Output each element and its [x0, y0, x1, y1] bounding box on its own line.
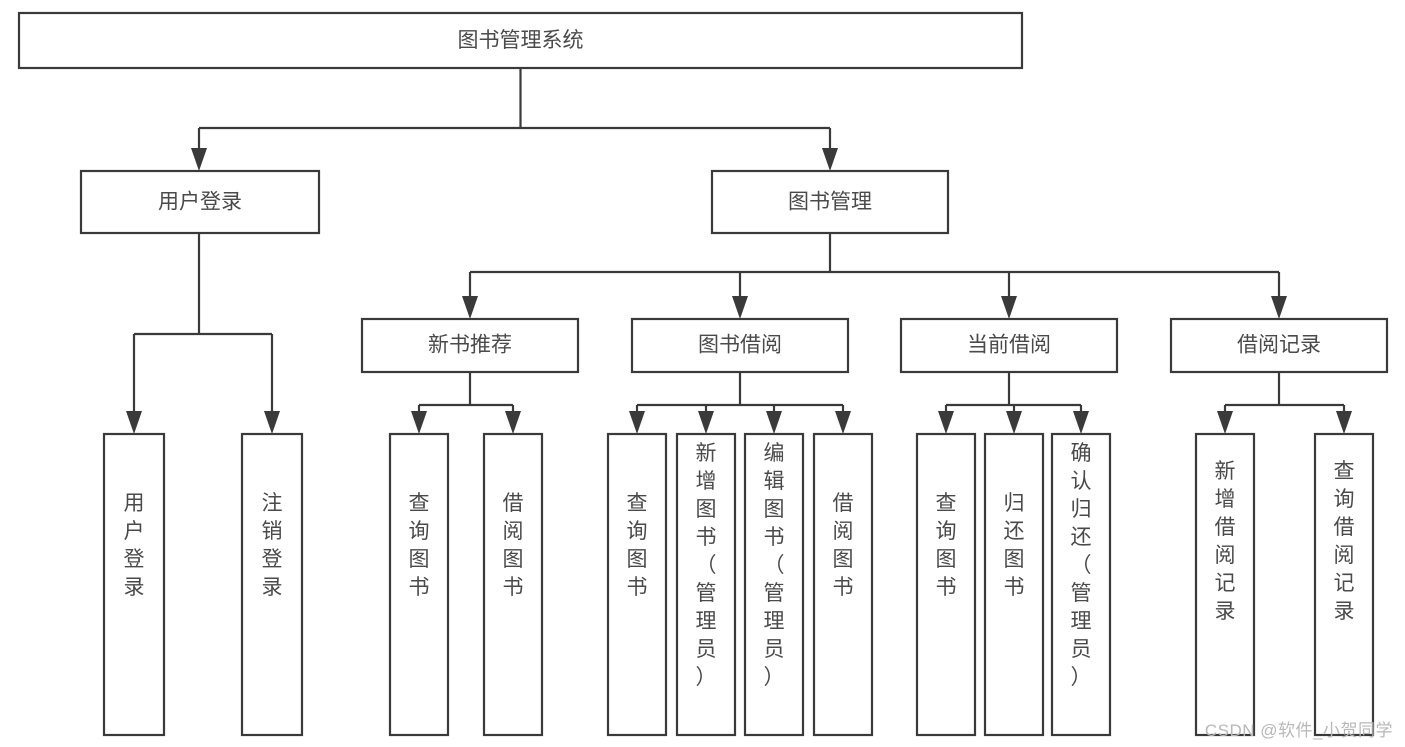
leaf-query-book-3[interactable]: 查询图书	[915, 432, 977, 737]
node-level2-borrow-record-box[interactable]	[1169, 317, 1389, 374]
node-root-box[interactable]	[17, 11, 1024, 70]
arrow-to-leaf-2	[264, 411, 280, 434]
arrow-to-leaf-3	[411, 411, 427, 434]
node-level1-book-management-box[interactable]	[710, 169, 950, 235]
leaf-borrow-book-2-box[interactable]	[812, 432, 874, 737]
edge-newbook-split	[417, 372, 515, 411]
leaf-query-book-2-box[interactable]	[606, 432, 668, 737]
connector-layer	[126, 68, 1352, 434]
arrow-to-leaf-4	[505, 411, 521, 434]
edge-borrow-split	[635, 372, 845, 411]
arrow-to-userlogin	[191, 148, 207, 171]
leaf-query-borrow-record[interactable]: 查询借阅记录	[1313, 432, 1375, 737]
node-level2-borrow-record[interactable]: 借阅记录	[1169, 317, 1389, 374]
node-level1-user-login[interactable]: 用户登录	[79, 169, 321, 235]
node-level2-current-borrow-label: 当前借阅	[967, 334, 1051, 357]
leaf-edit-book-admin-label: 编辑图书（管理员）	[764, 442, 785, 689]
node-level1-book-management[interactable]: 图书管理	[710, 169, 950, 235]
arrow-to-leaf-11	[1073, 411, 1089, 434]
leaf-return-book-box[interactable]	[983, 432, 1045, 737]
arrow-to-borrow	[732, 296, 748, 319]
arrow-to-current	[1001, 296, 1017, 319]
leaf-query-book-1-label: 查询图书	[409, 492, 430, 599]
leaf-query-book-3-box[interactable]	[915, 432, 977, 737]
arrow-to-leaf-8	[835, 411, 851, 434]
leaf-confirm-return-admin[interactable]: 确认归还（管理员）	[1050, 432, 1112, 737]
node-level2-current-borrow-box[interactable]	[899, 317, 1119, 374]
node-level1-book-management-label: 图书管理	[788, 191, 872, 214]
leaf-layer: 用户登录 注销登录 查询图书 借阅图书 查询图书 新增图书（管理员）	[102, 432, 1375, 737]
leaf-user-login[interactable]: 用户登录	[102, 432, 166, 737]
arrow-to-leaf-1	[126, 411, 142, 434]
arrow-to-leaf-12	[1217, 411, 1233, 434]
node-level2-current-borrow[interactable]: 当前借阅	[899, 317, 1119, 374]
leaf-add-book-admin-label: 新增图书（管理员）	[696, 442, 717, 689]
node-root-label: 图书管理系统	[458, 29, 584, 52]
node-level2-borrow-record-label: 借阅记录	[1237, 334, 1321, 357]
arrow-to-leaf-5	[629, 411, 645, 434]
leaf-confirm-return-admin-label: 确认归还（管理员）	[1071, 442, 1092, 689]
leaf-edit-book-admin-box[interactable]	[743, 432, 805, 737]
arrow-to-leaf-10	[1006, 411, 1022, 434]
node-level2-book-borrow-box[interactable]	[630, 317, 850, 374]
leaf-query-book-1[interactable]: 查询图书	[388, 432, 450, 737]
leaf-add-borrow-record-label: 新增借阅记录	[1215, 460, 1236, 623]
arrow-to-record	[1271, 296, 1287, 319]
edge-record-split	[1223, 372, 1346, 411]
node-level1-user-login-label: 用户登录	[158, 191, 242, 214]
leaf-add-book-admin-box[interactable]	[675, 432, 737, 737]
leaf-query-book-2[interactable]: 查询图书	[606, 432, 668, 737]
edge-current-split	[944, 372, 1083, 411]
node-level2-new-book-recommend-label: 新书推荐	[428, 334, 512, 357]
edge-userlogin-split	[132, 233, 274, 411]
leaf-query-book-3-label: 查询图书	[936, 492, 957, 599]
arrow-to-bookmgmt	[822, 148, 838, 171]
leaf-query-borrow-record-box[interactable]	[1313, 432, 1375, 737]
arrow-to-newbook	[462, 296, 478, 319]
edge-root-split	[197, 68, 832, 148]
arrow-to-leaf-7	[766, 411, 782, 434]
leaf-borrow-book-2-label: 借阅图书	[833, 492, 854, 599]
leaf-confirm-return-admin-box[interactable]	[1050, 432, 1112, 737]
leaf-borrow-book-1-label: 借阅图书	[503, 492, 524, 599]
leaf-borrow-book-1[interactable]: 借阅图书	[482, 432, 544, 737]
node-level1-user-login-box[interactable]	[79, 169, 321, 235]
leaf-return-book[interactable]: 归还图书	[983, 432, 1045, 737]
node-level2-new-book-recommend-box[interactable]	[360, 317, 580, 374]
node-root[interactable]: 图书管理系统	[17, 11, 1024, 70]
leaf-logout-label: 注销登录	[262, 492, 283, 599]
leaf-return-book-label: 归还图书	[1004, 492, 1025, 599]
leaf-logout[interactable]: 注销登录	[240, 432, 304, 737]
leaf-user-login-label: 用户登录	[124, 492, 145, 599]
leaf-edit-book-admin[interactable]: 编辑图书（管理员）	[743, 432, 805, 737]
edge-bookmgmt-split	[468, 233, 1281, 296]
arrow-to-leaf-13	[1336, 411, 1352, 434]
node-level2-new-book-recommend[interactable]: 新书推荐	[360, 317, 580, 374]
node-level2-book-borrow-label: 图书借阅	[698, 334, 782, 357]
leaf-add-book-admin[interactable]: 新增图书（管理员）	[675, 432, 737, 737]
leaf-query-book-2-label: 查询图书	[627, 492, 648, 599]
leaf-query-book-1-box[interactable]	[388, 432, 450, 737]
arrow-to-leaf-6	[698, 411, 714, 434]
leaf-logout-box[interactable]	[240, 432, 304, 737]
leaf-user-login-box[interactable]	[102, 432, 166, 737]
node-level2-book-borrow[interactable]: 图书借阅	[630, 317, 850, 374]
leaf-borrow-book-2[interactable]: 借阅图书	[812, 432, 874, 737]
leaf-add-borrow-record-box[interactable]	[1194, 432, 1256, 737]
leaf-add-borrow-record[interactable]: 新增借阅记录	[1194, 432, 1256, 737]
leaf-query-borrow-record-label: 查询借阅记录	[1334, 460, 1355, 623]
arrow-to-leaf-9	[938, 411, 954, 434]
leaf-borrow-book-1-box[interactable]	[482, 432, 544, 737]
